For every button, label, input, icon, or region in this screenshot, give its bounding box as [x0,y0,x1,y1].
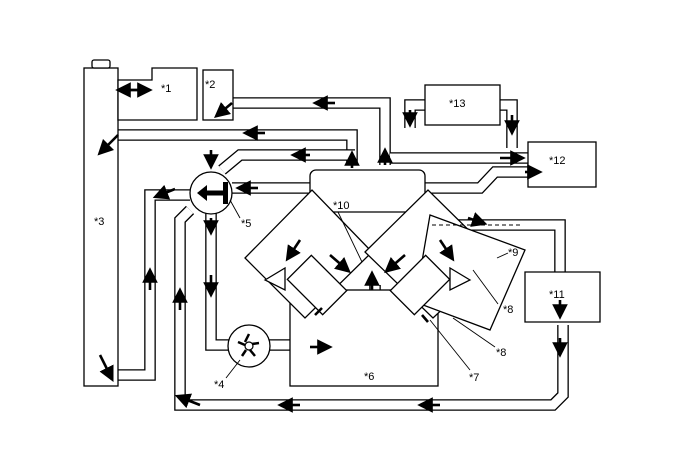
callout-10: *10 [333,200,350,212]
radiator [83,67,119,387]
water-pump [227,324,271,368]
impeller-icon [237,333,260,357]
callout-9: *9 [508,247,518,259]
right-cylinder-liner [389,254,451,316]
flow-arrows [97,82,568,413]
component-13-box [424,84,501,126]
callout-6: *6 [364,371,374,383]
leader-lines [225,199,509,379]
callout-12: *12 [549,155,566,167]
left-head-part [263,266,286,292]
callout-2: *2 [205,79,215,91]
radiator-cap [91,59,111,69]
water-outlet-manifold [309,169,426,213]
reservoir-tank [117,67,198,121]
component-2-box [202,69,234,121]
callout-13: *13 [449,98,466,110]
callout-1: *1 [161,83,171,95]
callout-11: *11 [549,289,565,301]
callout-4: *4 [214,379,224,391]
left-cylinder-liner [286,254,348,316]
callout-7: *7 [469,372,479,384]
callout-3: *3 [94,216,104,228]
callout-8a: *8 [503,304,513,316]
thermostat-valve-icon [197,182,228,204]
right-head-part [449,266,472,292]
callout-8b: *8 [496,347,506,359]
component-11-box [524,271,601,323]
callout-5: *5 [241,218,251,230]
